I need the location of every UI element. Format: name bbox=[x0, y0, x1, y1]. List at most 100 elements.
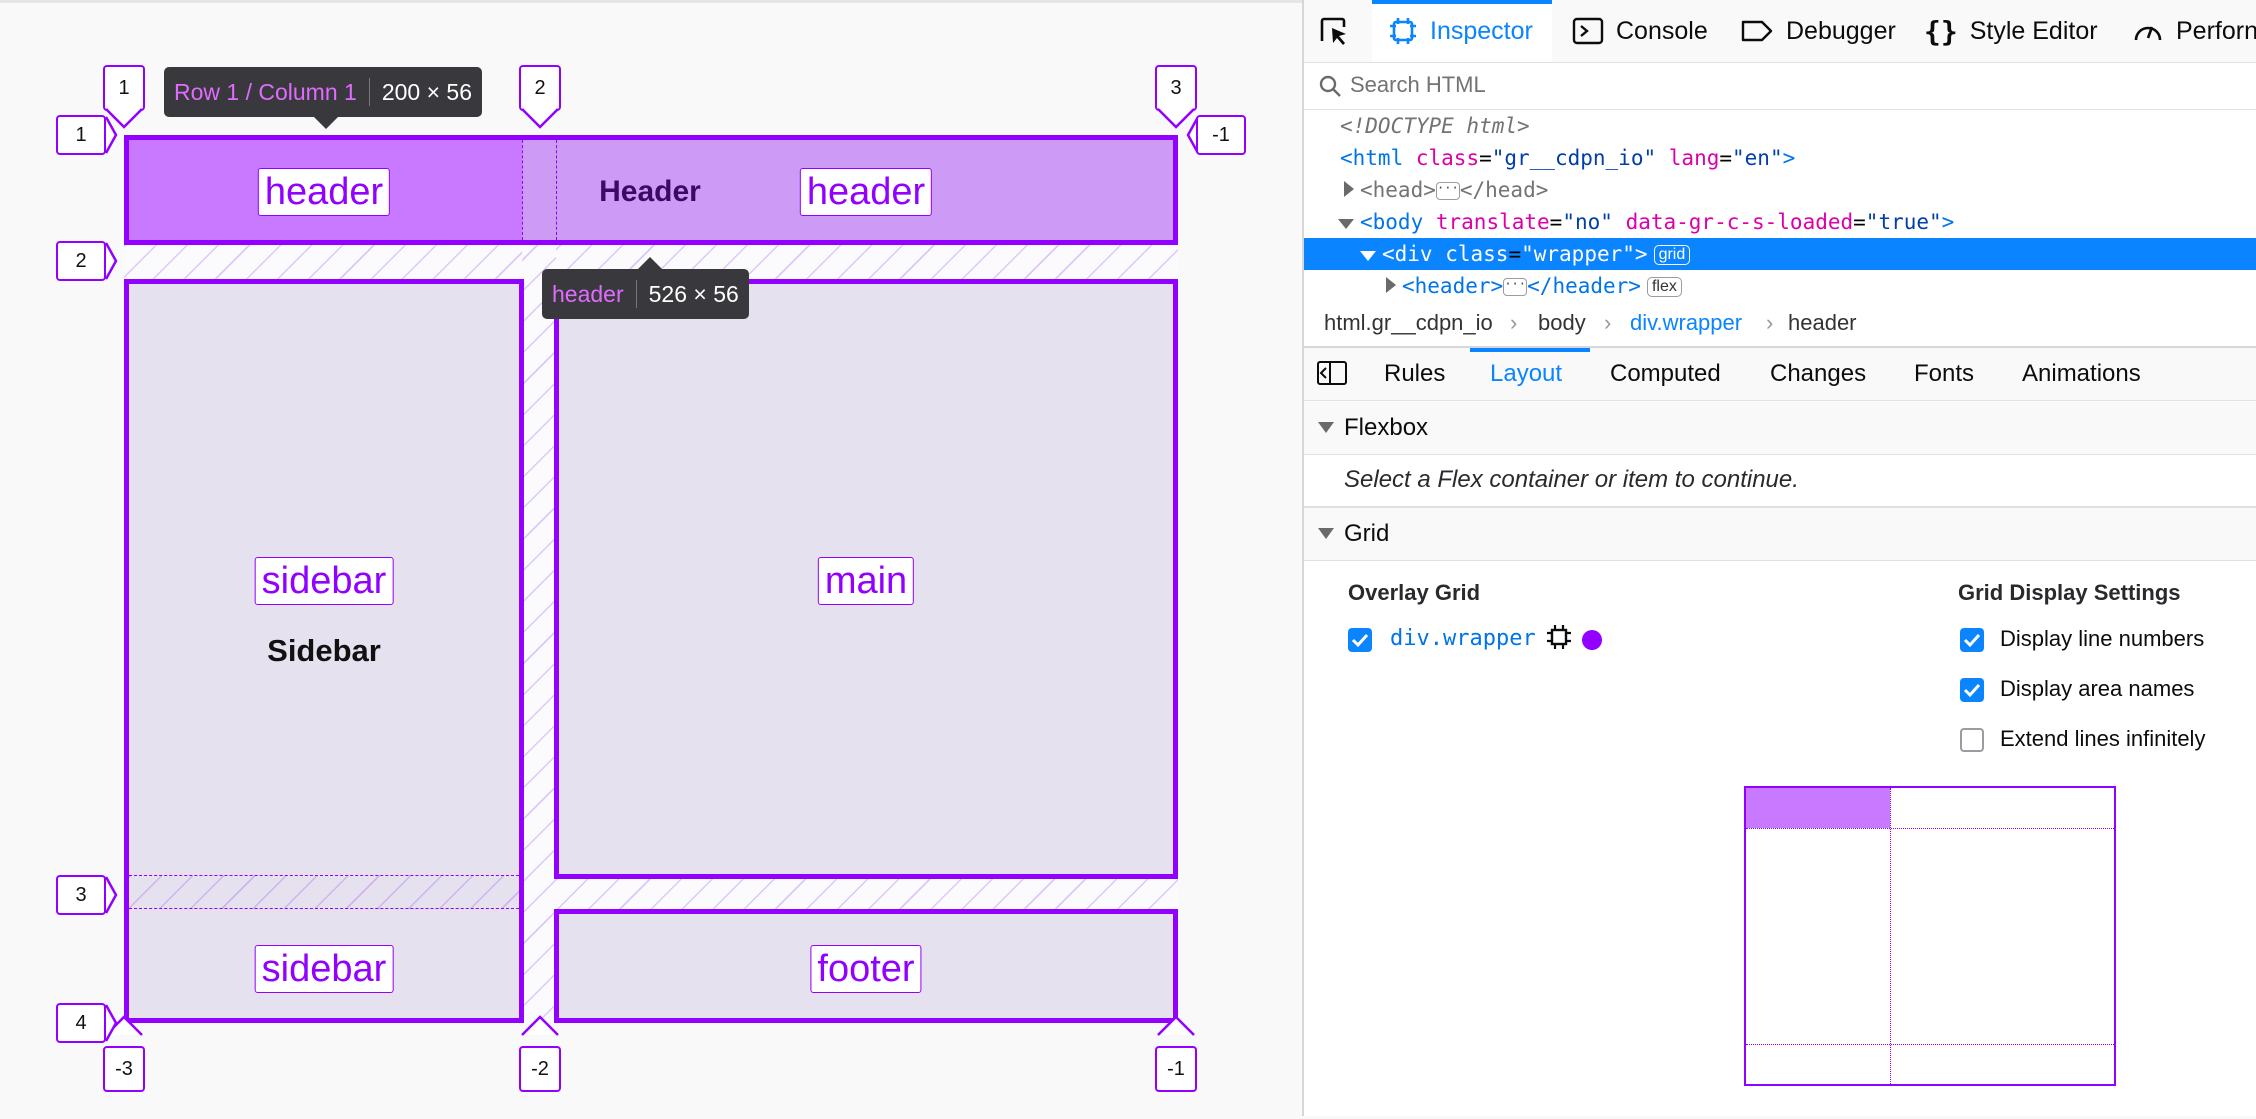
display-area-names-checkbox[interactable] bbox=[1960, 678, 1984, 702]
area-label-main: main bbox=[817, 557, 915, 605]
grid-cell-tooltip: Row 1 / Column 1 200 × 56 bbox=[164, 67, 482, 117]
flexbox-section-header[interactable]: Flexbox bbox=[1304, 402, 2256, 455]
breadcrumb-html[interactable]: html.gr__cdpn_io bbox=[1324, 310, 1493, 335]
row-line-number-4: 4 bbox=[56, 1003, 106, 1043]
extend-lines-infinitely-label: Extend lines infinitely bbox=[2000, 726, 2206, 751]
tab-debugger[interactable]: Debugger bbox=[1740, 0, 1896, 62]
collapse-arrow-icon[interactable] bbox=[1338, 219, 1354, 229]
tab-performance-label: Perforn bbox=[2176, 16, 2256, 45]
search-icon bbox=[1319, 75, 1341, 97]
breadcrumb-div-wrapper[interactable]: div.wrapper bbox=[1630, 310, 1743, 335]
checkmark-icon bbox=[1963, 633, 1981, 648]
tab-animations[interactable]: Animations bbox=[2022, 360, 2141, 387]
tooltip-area: Row 1 / Column 1 bbox=[174, 78, 357, 105]
element-picker-button[interactable] bbox=[1318, 0, 1362, 62]
row-line-number-1: 1 bbox=[56, 115, 106, 155]
breadcrumb: html.gr__cdpn_io › body › div.wrapper › … bbox=[1304, 300, 2256, 348]
checkmark-icon bbox=[1963, 683, 1981, 698]
area-label-sidebar-bottom: sidebar bbox=[254, 945, 394, 993]
tab-fonts[interactable]: Fonts bbox=[1914, 360, 1975, 387]
markup-header[interactable]: <header>···</header>flex bbox=[1304, 270, 2256, 302]
grid-outline-highlighted-cell bbox=[1746, 788, 1890, 828]
tooltip-element-name: header bbox=[552, 280, 624, 307]
tab-style-editor[interactable]: {} Style Editor bbox=[1924, 0, 2098, 62]
footer-item-outline bbox=[554, 909, 1178, 1023]
grid-outline-preview[interactable] bbox=[1744, 786, 2116, 1086]
collapse-triangle-icon bbox=[1318, 528, 1334, 539]
display-line-numbers-checkbox[interactable] bbox=[1960, 628, 1984, 652]
performance-icon bbox=[2134, 26, 2162, 41]
area-label-header-left: header bbox=[257, 168, 391, 216]
column-line-number-top-1: 1 bbox=[103, 65, 145, 111]
markup-div-wrapper-selected[interactable]: <div class="wrapper">grid bbox=[1304, 238, 2256, 270]
display-area-names-label: Display area names bbox=[2000, 676, 2195, 701]
markup-head[interactable]: <head>···</head> bbox=[1304, 174, 2256, 206]
tab-performance[interactable]: Perforn bbox=[2132, 0, 2256, 62]
breadcrumb-body[interactable]: body bbox=[1538, 310, 1586, 335]
markup-doctype[interactable]: <!DOCTYPE html> bbox=[1340, 114, 1530, 138]
divider bbox=[1304, 506, 2256, 508]
area-label-sidebar-top: sidebar bbox=[254, 557, 394, 605]
style-editor-icon: {} bbox=[1924, 14, 1958, 48]
tooltip-element-size: 526 × 56 bbox=[648, 280, 739, 307]
grid-outline-column-line bbox=[1890, 788, 1891, 1084]
flex-badge[interactable]: flex bbox=[1646, 277, 1682, 297]
collapse-triangle-icon bbox=[1318, 422, 1334, 433]
collapse-arrow-icon[interactable] bbox=[1360, 251, 1376, 261]
sidebar-tabs: Rules Layout Computed Changes Fonts Anim… bbox=[1304, 348, 2256, 401]
expand-arrow-icon[interactable] bbox=[1344, 181, 1354, 197]
overlay-grid-item-label[interactable]: div.wrapper bbox=[1390, 626, 1536, 651]
row-line-number-2: 2 bbox=[56, 241, 106, 281]
markup-html[interactable]: <html class="gr__cdpn_io" lang="en"> bbox=[1340, 146, 1796, 170]
grid-section-header[interactable]: Grid bbox=[1304, 508, 2256, 561]
header-content-text: Header bbox=[599, 175, 701, 208]
tab-inspector-label: Inspector bbox=[1430, 16, 1533, 45]
console-icon bbox=[1572, 17, 1604, 45]
display-line-numbers-label: Display line numbers bbox=[2000, 626, 2205, 651]
tab-computed[interactable]: Computed bbox=[1610, 360, 1721, 387]
column-gap bbox=[522, 135, 556, 1023]
flexbox-title: Flexbox bbox=[1344, 414, 1429, 441]
tab-debugger-label: Debugger bbox=[1786, 16, 1896, 45]
chevron-right-icon: › bbox=[1604, 310, 1612, 335]
overlay-color-swatch[interactable] bbox=[1582, 630, 1602, 650]
breadcrumb-header[interactable]: header bbox=[1788, 310, 1857, 335]
overlay-grid-title: Overlay Grid bbox=[1348, 580, 1481, 605]
row-line-number-3: 3 bbox=[56, 875, 106, 915]
area-label-footer: footer bbox=[810, 945, 922, 993]
tab-inspector-highlight bbox=[1372, 0, 1552, 62]
toggle-pane-icon[interactable] bbox=[1316, 360, 1348, 388]
sidebar-content-text: Sidebar bbox=[267, 633, 381, 668]
element-picker-icon bbox=[1320, 17, 1346, 45]
tab-layout-indicator bbox=[1470, 348, 1590, 352]
column-line-number-bottom-neg3: -3 bbox=[103, 1046, 145, 1092]
extend-lines-infinitely-checkbox[interactable] bbox=[1960, 728, 1984, 752]
column-line-number-top-2: 2 bbox=[519, 65, 561, 111]
tab-console[interactable]: Console bbox=[1572, 0, 1708, 62]
tab-layout[interactable]: Layout bbox=[1490, 360, 1563, 387]
tooltip-arrow-up bbox=[638, 257, 662, 269]
area-label-header-right: header bbox=[799, 168, 933, 216]
page-viewport: header header sidebar main sidebar foote… bbox=[0, 0, 1302, 1092]
row-line-number-right-neg1: -1 bbox=[1196, 115, 1246, 155]
search-html-input[interactable]: Search HTML bbox=[1350, 72, 1486, 97]
column-line-number-top-3: 3 bbox=[1155, 65, 1197, 111]
chevron-right-icon: › bbox=[1510, 310, 1518, 335]
tooltip-size: 200 × 56 bbox=[381, 78, 472, 105]
highlight-element-icon[interactable] bbox=[1546, 624, 1572, 650]
search-html-bar[interactable]: Search HTML bbox=[1304, 63, 2256, 110]
tab-rules[interactable]: Rules bbox=[1384, 360, 1446, 387]
overlay-grid-checkbox[interactable] bbox=[1348, 628, 1372, 652]
devtools-panel: Inspector Console Debugger {} Style Edit… bbox=[1302, 0, 2256, 1116]
column-line-2-dashed bbox=[522, 140, 523, 240]
tab-changes[interactable]: Changes bbox=[1770, 360, 1867, 387]
grid-display-settings-title: Grid Display Settings bbox=[1958, 580, 2181, 605]
markup-body[interactable]: <body translate="no" data-gr-c-s-loaded=… bbox=[1304, 206, 2256, 238]
expand-arrow-icon[interactable] bbox=[1386, 277, 1396, 293]
tab-inspector[interactable]: Inspector bbox=[1388, 0, 1533, 62]
grid-title: Grid bbox=[1344, 520, 1390, 547]
main-item-outline bbox=[554, 279, 1178, 879]
flexbox-message: Select a Flex container or item to conti… bbox=[1344, 466, 1799, 493]
grid-badge[interactable]: grid bbox=[1653, 245, 1691, 265]
grid-outline-row-line bbox=[1746, 1044, 2114, 1045]
